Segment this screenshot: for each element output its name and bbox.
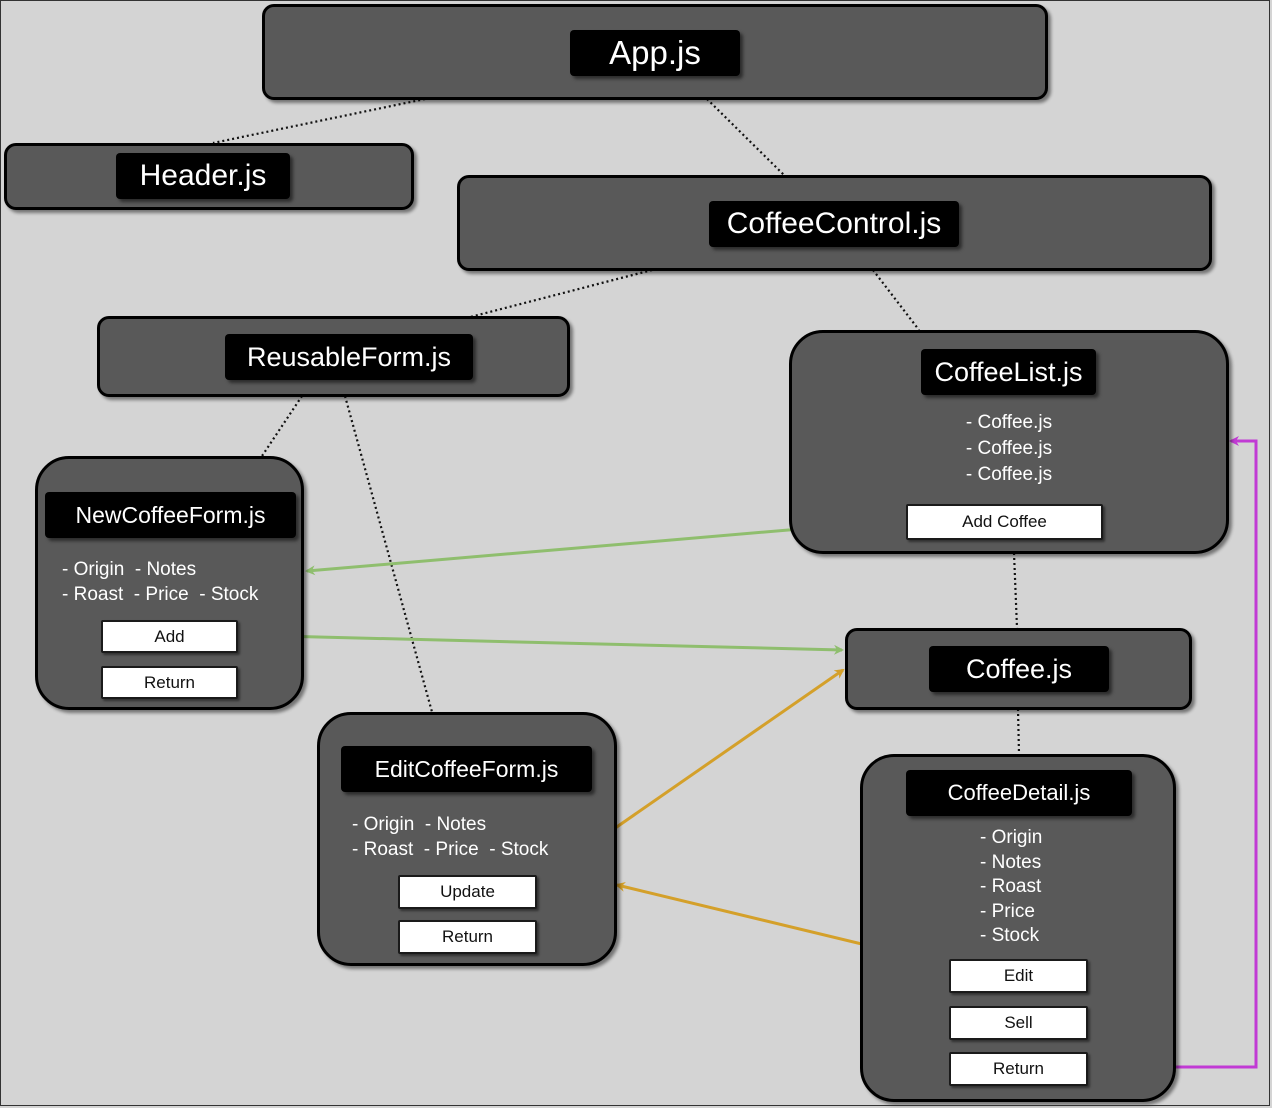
- new-coffee-form-field-row: - Origin - Notes: [62, 559, 197, 580]
- edge-coffeecontrol-reusableform: [469, 268, 653, 319]
- update-button[interactable]: Update: [398, 875, 537, 909]
- coffee-detail-fields: - Origin - Notes - Roast - Price - Stock: [980, 826, 1042, 949]
- coffee-title: Coffee.js: [929, 646, 1109, 692]
- new-coffee-form-field-row: - Roast - Price - Stock: [62, 584, 259, 605]
- coffee-list-item: - Coffee.js: [965, 464, 1053, 485]
- edit-coffee-form-field-row: - Origin - Notes: [352, 814, 487, 835]
- new-coffee-form-title: NewCoffeeForm.js: [45, 492, 296, 538]
- coffee-detail-field: - Stock: [980, 925, 1040, 946]
- edit-coffee-form-fields: - Origin - Notes - Roast - Price - Stock: [352, 812, 548, 862]
- edit-coffee-form-title: EditCoffeeForm.js: [341, 746, 592, 792]
- coffee-detail-title: CoffeeDetail.js: [906, 770, 1132, 816]
- edge-app-header: [212, 97, 426, 145]
- app-title: App.js: [570, 30, 740, 76]
- header-node: Header.js: [4, 143, 414, 210]
- edge-reusableform-editcoffeeform: [343, 395, 434, 713]
- edge-coffeelist-coffee: [1012, 552, 1019, 629]
- flow-add-to-coffee: [237, 633, 844, 655]
- edit-button[interactable]: Edit: [949, 959, 1088, 993]
- reusable-form-node: ReusableForm.js: [97, 316, 570, 397]
- app-node: App.js: [262, 4, 1048, 100]
- new-coffee-form-fields: - Origin - Notes - Roast - Price - Stock: [62, 557, 258, 607]
- coffee-node: Coffee.js: [845, 628, 1192, 710]
- edge-reusableform-newcoffeeform: [261, 395, 303, 457]
- coffee-detail-node: CoffeeDetail.js - Origin - Notes - Roast…: [860, 754, 1176, 1102]
- add-button[interactable]: Add: [101, 620, 238, 653]
- new-coffee-form-node: NewCoffeeForm.js - Origin - Notes - Roas…: [35, 456, 304, 710]
- edit-form-return-button[interactable]: Return: [398, 920, 537, 954]
- coffee-detail-field: - Origin: [980, 827, 1043, 848]
- detail-return-button[interactable]: Return: [949, 1052, 1088, 1086]
- edit-coffee-form-field-row: - Roast - Price - Stock: [352, 839, 549, 860]
- edit-coffee-form-node: EditCoffeeForm.js - Origin - Notes - Roa…: [317, 712, 617, 966]
- coffee-control-title: CoffeeControl.js: [709, 201, 959, 247]
- edge-coffee-coffeedetail: [1016, 708, 1021, 755]
- coffee-list-title: CoffeeList.js: [921, 349, 1096, 395]
- coffee-list-item: - Coffee.js: [965, 412, 1053, 433]
- coffee-list-node: CoffeeList.js - Coffee.js - Coffee.js - …: [789, 330, 1229, 554]
- sell-button[interactable]: Sell: [949, 1006, 1088, 1040]
- coffee-detail-field: - Notes: [980, 851, 1042, 873]
- header-title: Header.js: [116, 153, 290, 199]
- return-button[interactable]: Return: [101, 666, 238, 699]
- add-coffee-button[interactable]: Add Coffee: [906, 504, 1103, 540]
- coffee-detail-field: - Roast: [980, 876, 1042, 897]
- coffee-list-item: - Coffee.js: [965, 438, 1053, 459]
- coffee-control-node: CoffeeControl.js: [457, 175, 1212, 271]
- coffee-detail-field: - Price: [980, 900, 1035, 922]
- coffee-list-items: - Coffee.js - Coffee.js - Coffee.js: [792, 410, 1226, 488]
- edge-coffeecontrol-coffeelist: [872, 269, 920, 331]
- edge-app-coffeecontrol: [706, 98, 786, 177]
- reusable-form-title: ReusableForm.js: [225, 334, 473, 380]
